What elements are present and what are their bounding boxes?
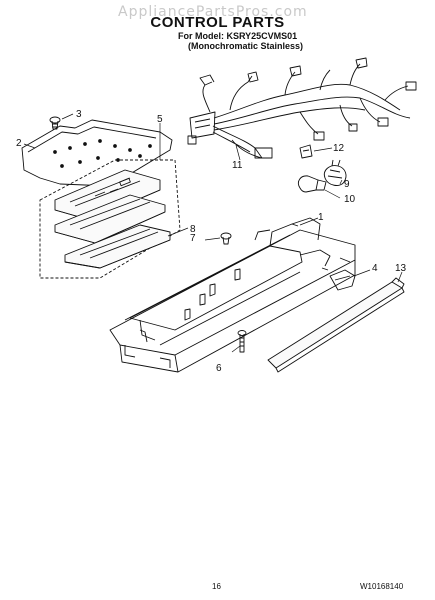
callout-4: 4 — [372, 263, 378, 274]
light-bulb — [297, 175, 327, 193]
callout-labels: 1 2 3 4 5 6 7 8 9 10 11 12 13 — [16, 109, 407, 374]
callout-11: 11 — [232, 160, 243, 171]
callout-12: 12 — [333, 143, 345, 154]
document-number: W10168140 — [360, 582, 404, 591]
screw-part-7 — [220, 232, 232, 245]
lamp-socket — [323, 159, 347, 186]
model-number: For Model: KSRY25CVMS01 — [178, 31, 298, 41]
screw-part-3 — [49, 116, 61, 130]
callout-9: 9 — [344, 179, 350, 190]
connector-part-12 — [299, 144, 313, 159]
watermark: AppliancePartsPros.com — [118, 4, 308, 20]
control-board-lower-part-8 — [64, 224, 171, 269]
page-title: CONTROL PARTS — [150, 14, 285, 31]
screw-part-6 — [237, 330, 247, 353]
page-number: 16 — [212, 582, 221, 591]
callout-10: 10 — [344, 194, 356, 205]
callout-3: 3 — [76, 109, 82, 120]
control-board-assembly-outline — [39, 159, 181, 279]
finish-label: (Monochromatic Stainless) — [188, 41, 304, 51]
light-shield-part-13 — [267, 277, 405, 373]
control-bracket-plate — [21, 119, 173, 187]
callout-2: 2 — [16, 138, 22, 149]
callout-13: 13 — [395, 263, 407, 274]
control-housing — [109, 217, 356, 373]
lamp-holder-part-4 — [321, 267, 356, 291]
callout-1: 1 — [318, 212, 324, 223]
callout-6: 6 — [216, 363, 222, 374]
callout-7: 7 — [190, 233, 196, 244]
callout-leaders — [23, 113, 403, 353]
wire-harness — [187, 57, 417, 159]
callout-5: 5 — [157, 114, 163, 125]
callout-8: 8 — [190, 224, 196, 235]
